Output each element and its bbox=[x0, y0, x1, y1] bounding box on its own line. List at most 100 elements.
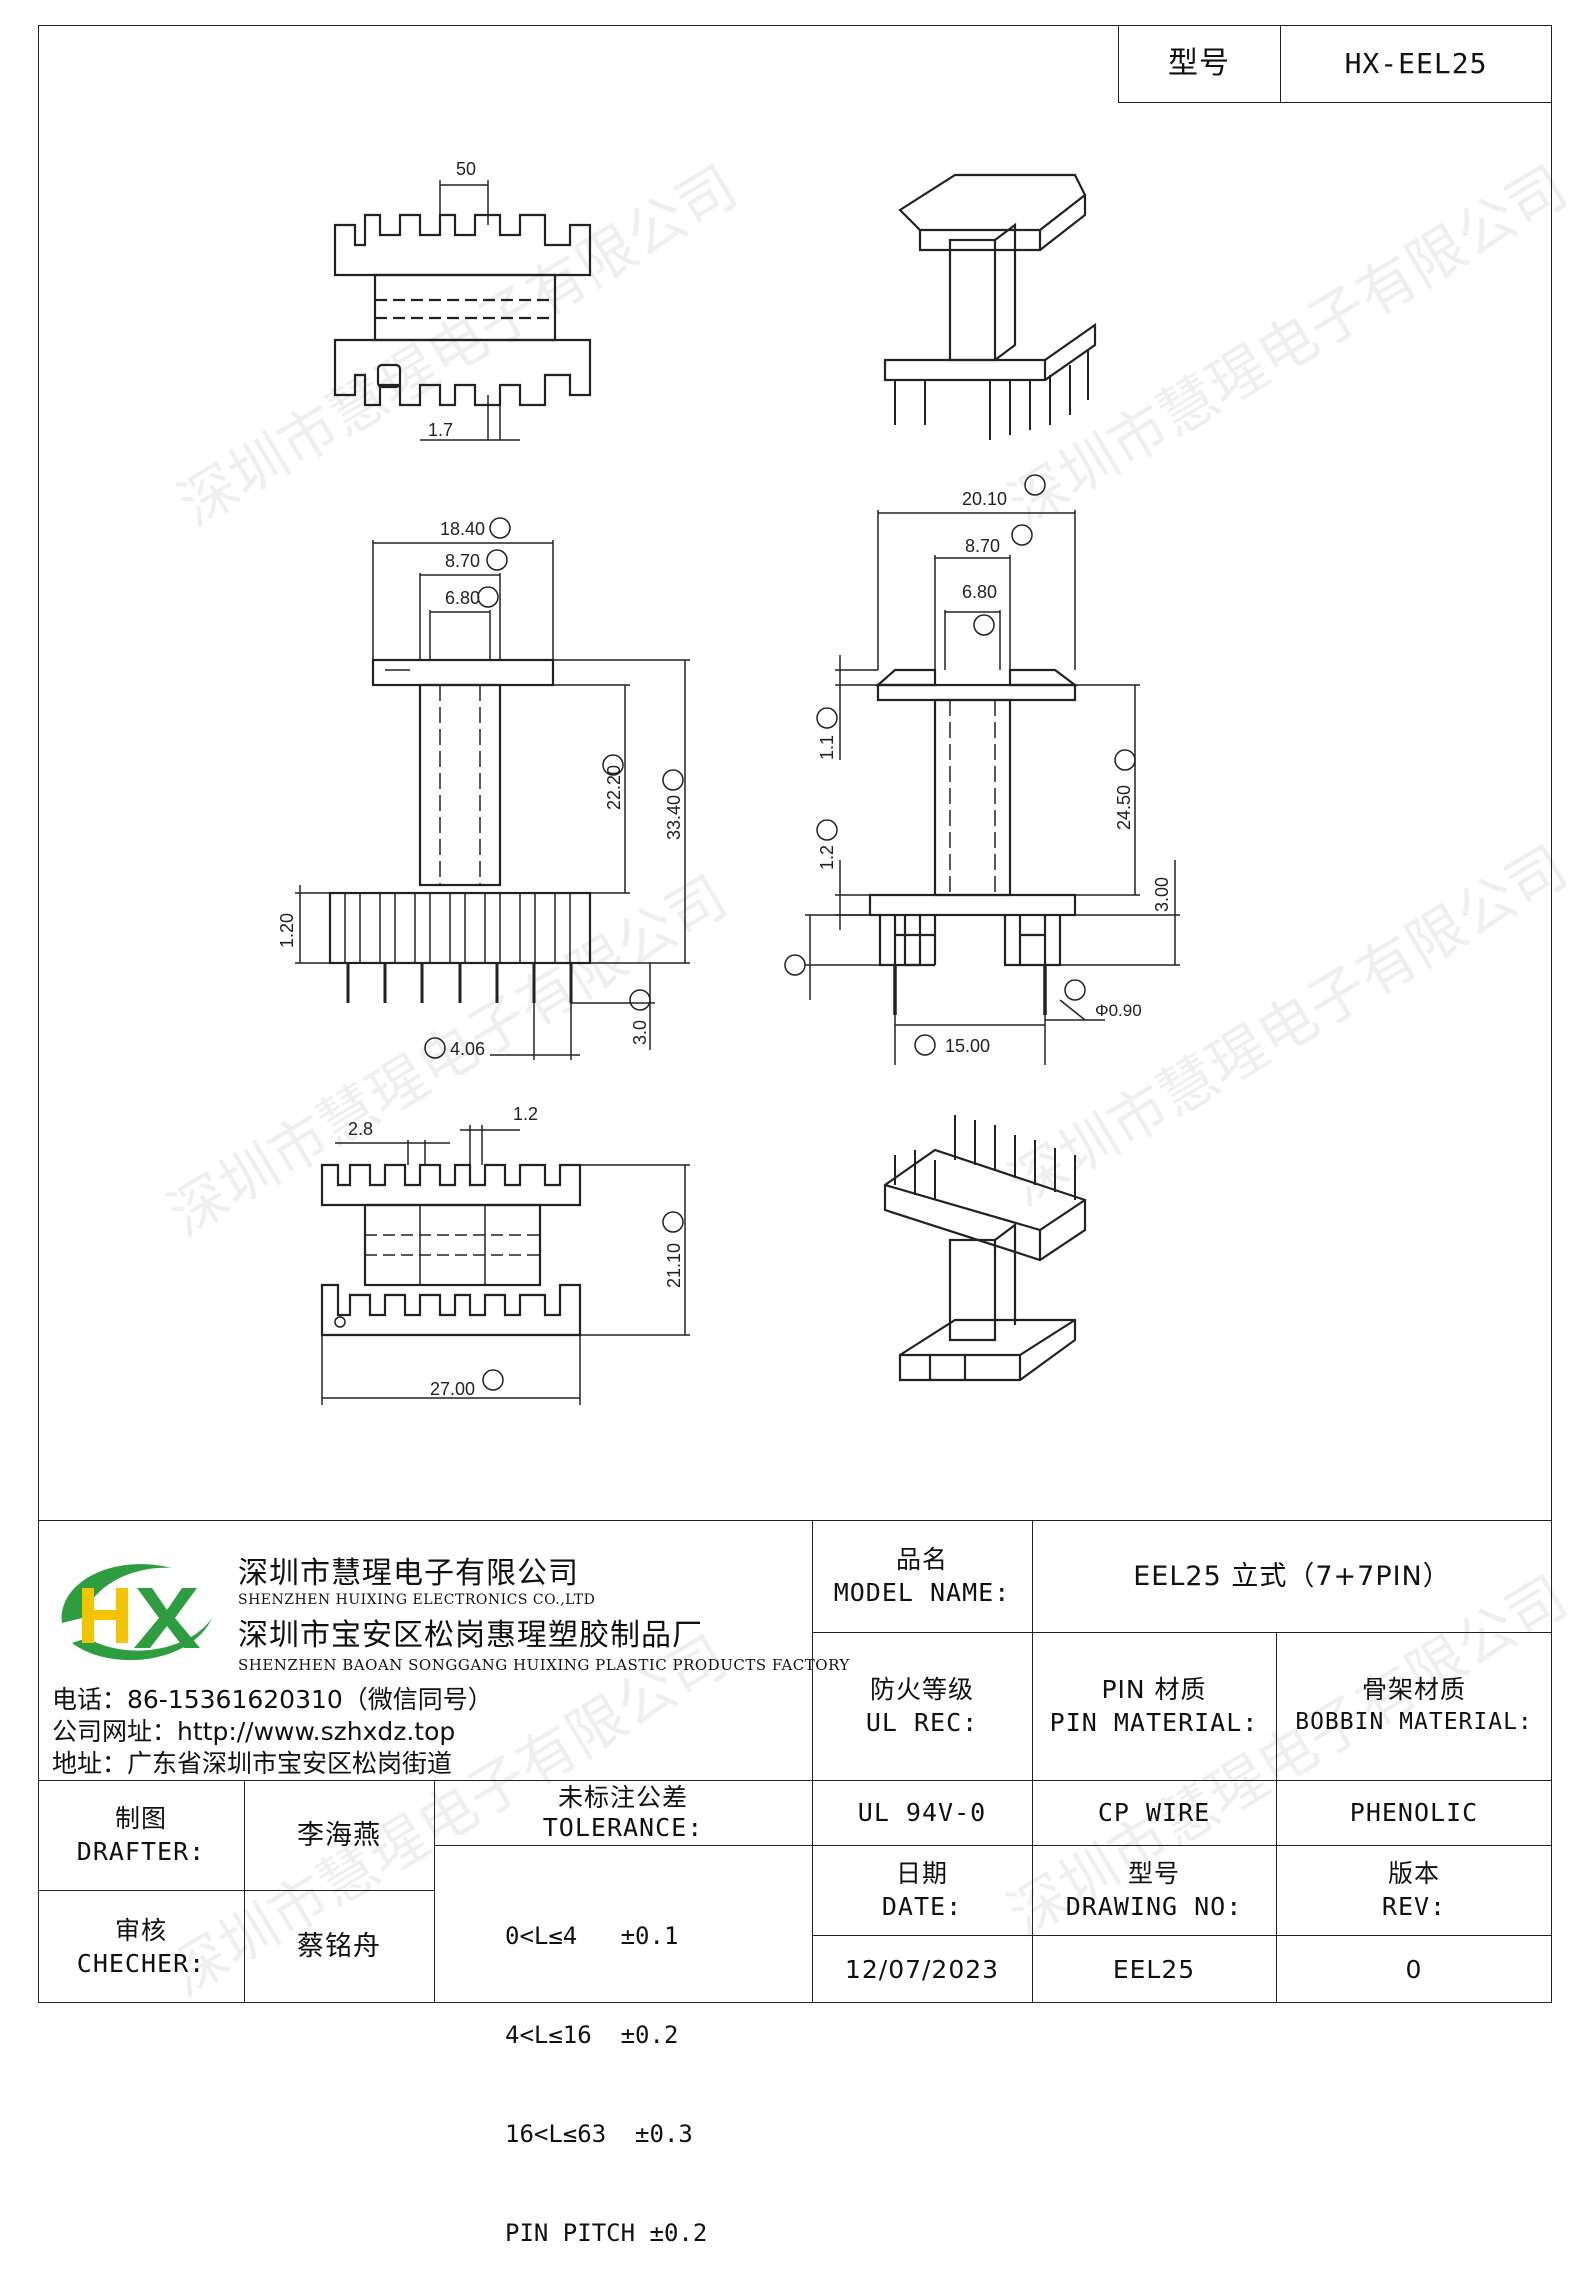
side-dim-h2: 3.00 bbox=[1152, 877, 1172, 912]
pin-material-value: CP WIRE bbox=[1097, 1798, 1211, 1827]
model-name-cn: 品名 bbox=[895, 1545, 948, 1574]
side-dim-pin-dia: Φ0.90 bbox=[1095, 1001, 1142, 1020]
model-name-value: EEL25 立式（7+7PIN） bbox=[1133, 1560, 1451, 1592]
checker-cn: 审核 bbox=[114, 1915, 167, 1945]
front-dim-inner: 8.70 bbox=[445, 551, 480, 571]
tolerance-list: 0<L≤4 ±0.1 4<L≤16 ±0.2 16<L≤63 ±0.3 PIN … bbox=[505, 1854, 707, 2283]
tolerance-line: 0<L≤4 ±0.1 bbox=[505, 1922, 679, 1950]
bottom-view: 2.8 1.2 21.10 27.00 bbox=[320, 1104, 690, 1405]
front-dim-core: 6.80 bbox=[445, 588, 480, 608]
side-dim-width: 20.10 bbox=[962, 489, 1007, 509]
rev-cn: 版本 bbox=[1387, 1859, 1440, 1888]
bobbin-material-cn: 骨架材质 bbox=[1361, 1675, 1466, 1704]
drawing-frame bbox=[38, 25, 1552, 2003]
checker-name: 蔡铭舟 bbox=[297, 1931, 381, 1962]
technical-drawing: 50 1.7 bbox=[277, 159, 1180, 1405]
bobbin-material-label: 骨架材质 BOBBIN MATERIAL: bbox=[1276, 1632, 1552, 1780]
model-name-label: 品名 MODEL NAME: bbox=[812, 1520, 1032, 1632]
iso-view-top bbox=[883, 173, 1097, 440]
company-name-en: SHENZHEN HUIXING ELECTRONICS CO.,LTD bbox=[238, 1592, 596, 1608]
col-divider-tol bbox=[434, 1780, 435, 2003]
pin-material-en: PIN MATERIAL: bbox=[1049, 1708, 1259, 1737]
front-view: 18.40 8.70 6.80 22.20 33.40 1.20 3.0 4.0… bbox=[277, 517, 690, 1060]
date-cn: 日期 bbox=[895, 1859, 948, 1888]
side-dim-core: 6.80 bbox=[962, 582, 997, 602]
ul-rec-cn: 防火等级 bbox=[869, 1675, 974, 1704]
drafter-label: 制图 DRAFTER: bbox=[38, 1780, 244, 1890]
drafter-en: DRAFTER: bbox=[76, 1837, 206, 1866]
ul-rec-label: 防火等级 UL REC: bbox=[812, 1632, 1032, 1780]
top-dim-top: 50 bbox=[456, 159, 476, 179]
pin-material-label: PIN 材质 PIN MATERIAL: bbox=[1032, 1632, 1276, 1780]
tolerance-line: PIN PITCH ±0.2 bbox=[505, 2219, 708, 2247]
col-divider-3 bbox=[1276, 1632, 1277, 2003]
bottom-dim-depth: 21.10 bbox=[664, 1243, 684, 1288]
front-dim-pin-len: 3.0 bbox=[630, 1020, 650, 1045]
header-model-label: 型号 bbox=[1168, 46, 1230, 81]
company-phone: 电话：86-15361620310（微信同号） bbox=[52, 1685, 493, 1714]
drawing-no-en: DRAWING NO: bbox=[1065, 1892, 1243, 1921]
front-dim-h1: 22.20 bbox=[604, 765, 624, 810]
front-dim-width: 18.40 bbox=[440, 519, 485, 539]
header-box-bottom bbox=[1118, 102, 1552, 103]
top-dim-bottom: 1.7 bbox=[428, 420, 453, 440]
company-address: 地址：广东省深圳市宝安区松岗街道 bbox=[52, 1749, 453, 1778]
side-dim-base: 1.2 bbox=[817, 845, 837, 870]
col-divider-left bbox=[244, 1780, 245, 2003]
front-dim-pitch: 4.06 bbox=[450, 1039, 485, 1059]
company-website: 公司网址：http://www.szhxdz.top bbox=[52, 1717, 456, 1746]
side-dim-pin-span: 15.00 bbox=[945, 1036, 990, 1056]
company-logo bbox=[61, 1564, 212, 1661]
side-view: 20.10 8.70 6.80 1.1 1.2 24.50 3.00 15.00… bbox=[784, 474, 1180, 1065]
drawing-no-label: 型号 DRAWING NO: bbox=[1032, 1845, 1276, 1935]
iso-view-bottom bbox=[883, 1115, 1087, 1382]
header-box-left bbox=[1118, 25, 1119, 102]
drafter-cn: 制图 bbox=[114, 1804, 167, 1833]
date-value: 12/07/2023 bbox=[844, 1954, 1000, 1984]
factory-name-cn: 深圳市宝安区松岗惠瑆塑胶制品厂 bbox=[238, 1618, 703, 1653]
header-model-value: HX-EEL25 bbox=[1344, 47, 1488, 80]
company-name-cn: 深圳市慧瑆电子有限公司 bbox=[238, 1556, 579, 1591]
factory-name-en: SHENZHEN BAOAN SONGGANG HUIXING PLASTIC … bbox=[238, 1656, 850, 1674]
header-box-mid bbox=[1280, 25, 1281, 102]
header-box-top bbox=[1118, 25, 1552, 26]
side-dim-h1: 24.50 bbox=[1114, 785, 1134, 830]
ul-rec-en: UL REC: bbox=[865, 1708, 979, 1737]
ul-rec-value: UL 94V-0 bbox=[857, 1798, 987, 1827]
model-name-en: MODEL NAME: bbox=[833, 1578, 1011, 1607]
top-view: 50 1.7 bbox=[333, 159, 592, 441]
drawing-no-value: EEL25 bbox=[1112, 1954, 1196, 1984]
checker-label: 审核 CHECHER: bbox=[38, 1890, 244, 2003]
col-divider-2 bbox=[1032, 1520, 1033, 2003]
checker-en: CHECHER: bbox=[76, 1948, 206, 1978]
rule-1 bbox=[812, 1632, 1552, 1633]
col-divider-main bbox=[812, 1520, 813, 2003]
drawing-no-cn: 型号 bbox=[1127, 1859, 1180, 1888]
pin-material-cn: PIN 材质 bbox=[1101, 1675, 1207, 1704]
bottom-dim-pin: 1.2 bbox=[513, 1104, 538, 1124]
bottom-dim-width: 27.00 bbox=[430, 1379, 475, 1399]
rev-label: 版本 REV: bbox=[1276, 1845, 1552, 1935]
rule-5 bbox=[812, 1935, 1552, 1936]
rule-4 bbox=[38, 1890, 434, 1891]
tolerance-label: 未标注公差 TOLERANCE: bbox=[434, 1780, 812, 1845]
tolerance-line: 16<L≤63 ±0.3 bbox=[505, 2120, 693, 2148]
drafter-name: 李海燕 bbox=[297, 1819, 381, 1851]
tolerance-en: TOLERANCE: bbox=[542, 1812, 704, 1842]
date-en: DATE: bbox=[881, 1892, 963, 1921]
side-dim-flange: 1.1 bbox=[817, 735, 837, 760]
rule-2 bbox=[38, 1780, 1552, 1781]
bobbin-material-en: BOBBIN MATERIAL: bbox=[1295, 1709, 1533, 1735]
bottom-dim-left: 2.8 bbox=[348, 1119, 373, 1139]
rule-3 bbox=[812, 1845, 1552, 1846]
tolerance-cn: 未标注公差 bbox=[557, 1782, 688, 1812]
title-block-top bbox=[38, 1520, 1552, 1521]
side-dim-inner: 8.70 bbox=[965, 536, 1000, 556]
rule-3b bbox=[434, 1845, 812, 1846]
front-dim-h2: 33.40 bbox=[664, 795, 684, 840]
bobbin-material-value: PHENOLIC bbox=[1349, 1798, 1479, 1827]
rev-value: 0 bbox=[1405, 1954, 1423, 1984]
rev-en: REV: bbox=[1381, 1892, 1447, 1921]
date-label: 日期 DATE: bbox=[812, 1845, 1032, 1935]
front-dim-base: 1.20 bbox=[277, 913, 297, 948]
